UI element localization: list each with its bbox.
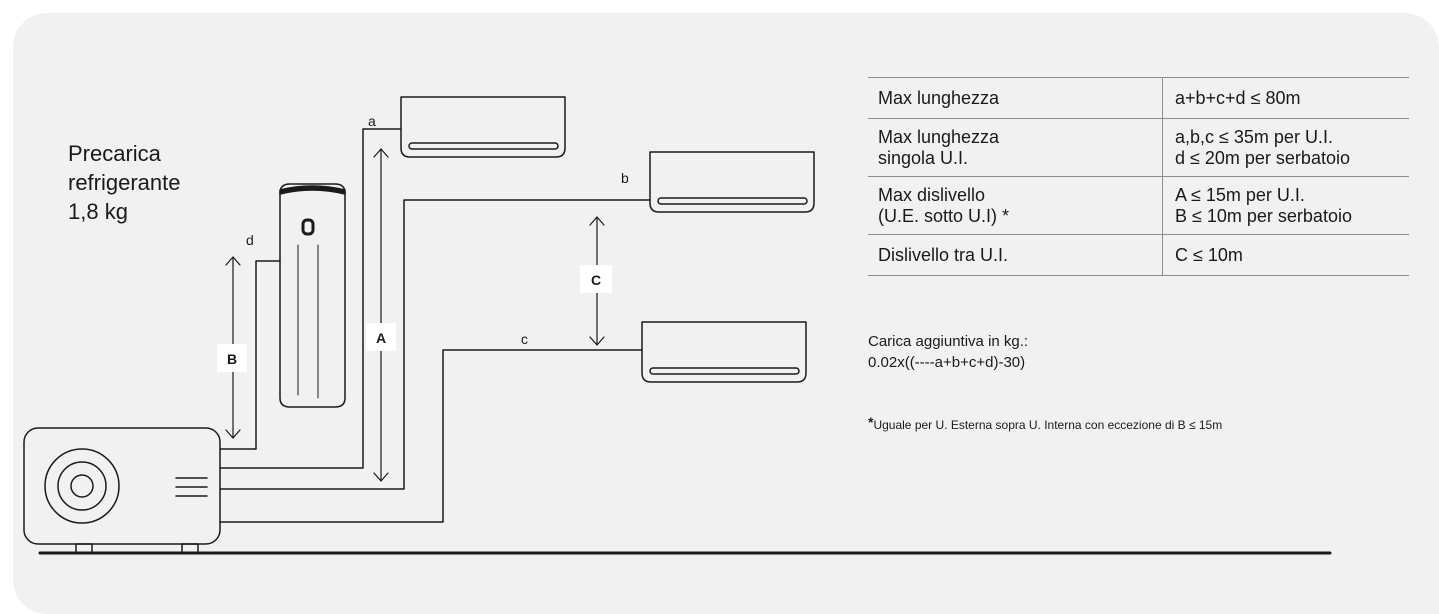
row-label: Max lunghezza: [868, 77, 1163, 119]
pipe-b: [219, 199, 651, 490]
outdoor-unit: [23, 427, 221, 554]
indoor-unit-b: [649, 151, 815, 213]
pipe-c: [219, 349, 643, 523]
row-value: a,b,c ≤ 35m per U.I. d ≤ 20m per serbato…: [1162, 118, 1409, 177]
label-A: A: [376, 330, 386, 346]
label-box-B: [217, 344, 247, 372]
row-value-line: A ≤ 15m per U.I.: [1175, 185, 1305, 205]
row-label-line: singola U.I.: [878, 148, 969, 168]
pipe-a: [219, 128, 402, 469]
additional-charge-note: Carica aggiuntiva in kg.: 0.02x((----a+b…: [868, 331, 1028, 373]
indoor-unit-a: [400, 96, 566, 158]
additional-charge-formula: 0.02x((----a+b+c+d)-30): [868, 354, 1026, 371]
label-pipe-d: d: [246, 232, 254, 248]
row-value-line: a,b,c ≤ 35m per U.I.: [1175, 127, 1333, 147]
row-label-line: Max lunghezza: [878, 127, 1000, 147]
precharge-line-2: refrigerante: [68, 170, 181, 195]
row-value-line: B ≤ 10m per serbatoio: [1175, 206, 1352, 226]
row-label-line: (U.E. sotto U.I) *: [878, 206, 1010, 226]
precharge-line-3: 1,8 kg: [68, 199, 128, 224]
row-label: Max dislivello (U.E. sotto U.I) *: [868, 176, 1163, 235]
row-label-line: Dislivello tra U.I.: [878, 245, 1009, 265]
footnote: *Uguale per U. Esterna sopra U. Interna …: [868, 414, 1222, 432]
specs-table: Max lunghezza a+b+c+d ≤ 80m Max lunghezz…: [868, 77, 1409, 276]
row-label-line: Max dislivello: [878, 185, 986, 205]
table-row: Dislivello tra U.I. C ≤ 10m: [868, 234, 1409, 276]
label-C: C: [591, 272, 601, 288]
row-value: C ≤ 10m: [1162, 234, 1409, 276]
additional-charge-label: Carica aggiuntiva in kg.:: [868, 333, 1029, 350]
row-label-line: Max lunghezza: [878, 88, 1000, 108]
footnote-star: *: [868, 414, 874, 430]
water-tank: [279, 183, 346, 408]
label-box-A: [366, 323, 396, 351]
label-pipe-b: b: [621, 170, 629, 186]
table-row: Max lunghezza a+b+c+d ≤ 80m: [868, 77, 1409, 119]
footnote-text: Uguale per U. Esterna sopra U. Interna c…: [873, 418, 1223, 432]
label-pipe-c: c: [521, 331, 528, 347]
label-B: B: [227, 351, 237, 367]
label-box-C: [580, 265, 612, 293]
row-value-line: C ≤ 10m: [1175, 245, 1243, 265]
row-value: a+b+c+d ≤ 80m: [1162, 77, 1409, 119]
row-value-line: a+b+c+d ≤ 80m: [1175, 88, 1301, 108]
row-label: Dislivello tra U.I.: [868, 234, 1163, 276]
row-value-line: d ≤ 20m per serbatoio: [1175, 148, 1350, 168]
row-value: A ≤ 15m per U.I. B ≤ 10m per serbatoio: [1162, 176, 1409, 235]
dimension-arrow-A: [373, 148, 389, 482]
row-label: Max lunghezza singola U.I.: [868, 118, 1163, 177]
table-row: Max dislivello (U.E. sotto U.I) * A ≤ 15…: [868, 176, 1409, 235]
pipe-d: [219, 260, 281, 450]
precharge-line-1: Precarica: [68, 141, 161, 166]
precharge-note: Precarica refrigerante 1,8 kg: [68, 139, 181, 226]
label-pipe-a: a: [368, 113, 376, 129]
table-row: Max lunghezza singola U.I. a,b,c ≤ 35m p…: [868, 118, 1409, 177]
indoor-unit-c: [641, 321, 807, 383]
